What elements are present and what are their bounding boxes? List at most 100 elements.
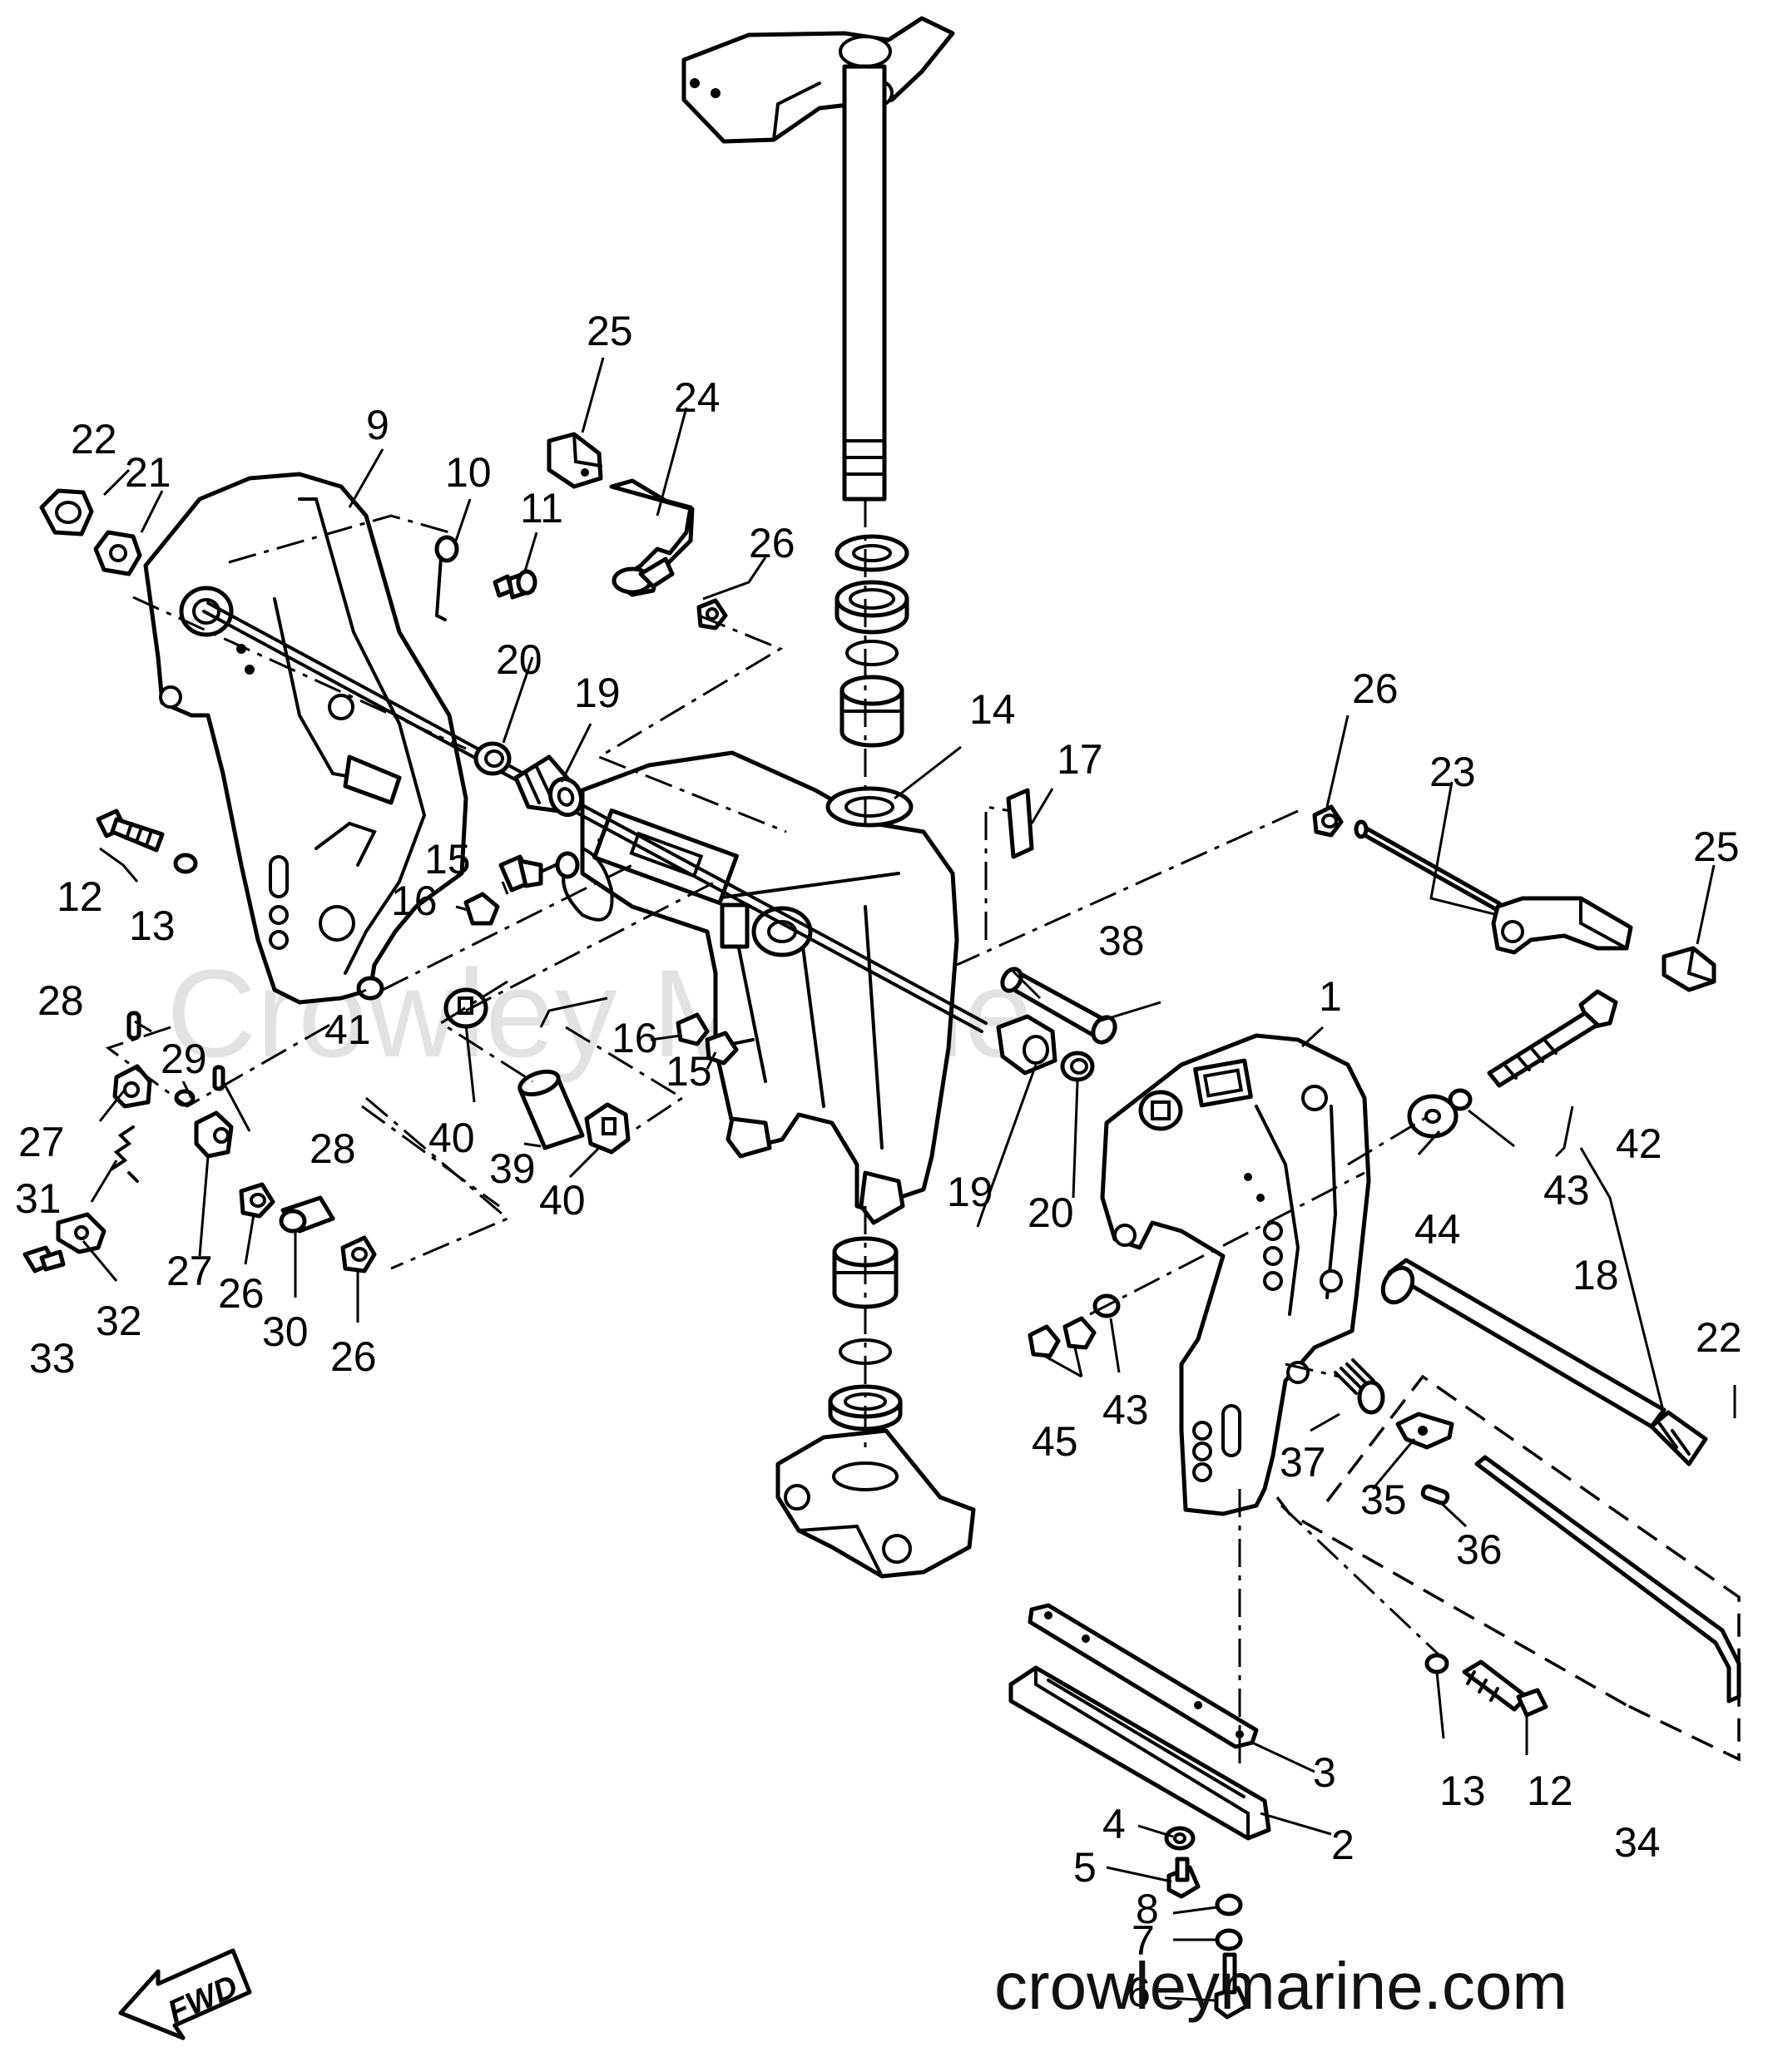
nut-22-left (39, 488, 94, 537)
washer-43-upper (1448, 1088, 1473, 1111)
callout-39: 39 (489, 1145, 536, 1192)
callout-35: 35 (1360, 1476, 1407, 1523)
sleeve-39 (518, 1069, 585, 1150)
callout-18: 18 (1572, 1252, 1619, 1298)
washer-20-upper (473, 741, 512, 776)
callout-14: 14 (969, 686, 1016, 733)
washer-44 (1407, 1094, 1459, 1139)
callout-41: 41 (324, 1006, 371, 1053)
callout-37: 37 (1280, 1439, 1326, 1486)
bushing-19-upper (513, 754, 584, 818)
trim-tab-2 (1008, 1665, 1271, 1841)
callout-leaders (82, 357, 1736, 2002)
callout-24: 24 (674, 374, 721, 421)
callout-20-lower: 20 (1028, 1189, 1074, 1236)
cam-27-upper (112, 1064, 152, 1109)
cable-loop (555, 847, 614, 922)
upper-bushings (834, 534, 909, 748)
callout-1: 1 (1319, 973, 1342, 1020)
cap-25-upper (547, 432, 603, 489)
cam-27-lower (194, 1110, 234, 1159)
callout-40-left: 40 (428, 1115, 475, 1161)
callout-26-upper: 26 (749, 520, 795, 566)
callout-16-lower: 16 (612, 1015, 658, 1061)
assembly-guide-lines (105, 499, 1441, 1763)
callout-40-right: 40 (539, 1177, 586, 1224)
callout-45: 45 (1032, 1418, 1078, 1465)
plate-32 (56, 1212, 106, 1254)
clip-41 (356, 976, 384, 1001)
website-watermark: crowleymarine.com (994, 1949, 1567, 2023)
bolt-12-right (1462, 1659, 1548, 1718)
spring-37 (1334, 1358, 1385, 1415)
fwd-arrow: FWD (118, 1948, 252, 2040)
nut-26-right (1312, 804, 1344, 838)
callout-3: 3 (1313, 1749, 1336, 1796)
callout-31: 31 (15, 1175, 62, 1222)
callout-28-left: 28 (37, 977, 84, 1024)
pin-28-left (126, 1011, 141, 1041)
callout-38: 38 (1098, 917, 1145, 964)
tilt-pivot-rod (202, 601, 988, 1033)
callout-6: 6 (1127, 1969, 1151, 2015)
callout-13-right: 13 (1439, 1768, 1486, 1814)
callout-13-left: 13 (129, 902, 176, 949)
washer-13-right (1424, 1653, 1449, 1674)
label-17 (1006, 788, 1034, 859)
callout-23: 23 (1429, 749, 1476, 795)
washer-13-left (173, 853, 198, 874)
lever-30 (279, 1195, 335, 1234)
callout-43-upper: 43 (1543, 1167, 1590, 1214)
callout-12-left: 12 (57, 873, 103, 920)
washer-20-lower (1060, 1051, 1095, 1082)
callout-22-right: 22 (1696, 1314, 1742, 1361)
washer-7 (1215, 1928, 1243, 1951)
callout-2: 2 (1331, 1822, 1355, 1868)
collar-40-left (443, 987, 488, 1029)
grease-fitting-16-upper (463, 892, 500, 926)
callout-22-left: 22 (71, 416, 117, 462)
bolt-42 (1487, 989, 1618, 1088)
callout-16-upper: 16 (391, 878, 438, 924)
callout-7: 7 (1132, 1917, 1155, 1964)
assembly-34-box (1325, 1374, 1741, 1762)
callout-44: 44 (1414, 1206, 1461, 1253)
nut-26-lower-right (340, 1235, 377, 1273)
callout-28-right: 28 (310, 1125, 356, 1172)
callout-19-upper: 19 (574, 670, 621, 716)
callout-12-right: 12 (1527, 1768, 1573, 1814)
callout-15-upper: 15 (424, 836, 471, 883)
callout-17: 17 (1057, 736, 1103, 783)
callout-21: 21 (125, 449, 171, 496)
pin-36 (1420, 1484, 1450, 1506)
bolt-5 (1166, 1857, 1201, 1899)
clamp-bracket-right (1100, 1033, 1371, 1516)
callout-27-upper: 27 (18, 1119, 65, 1165)
washer-4 (1164, 1826, 1196, 1851)
callout-25-right: 25 (1693, 823, 1740, 870)
callout-42: 42 (1616, 1120, 1662, 1167)
callout-32: 32 (96, 1298, 142, 1344)
lever-rod-23 (1354, 819, 1633, 955)
callout-4: 4 (1102, 1801, 1126, 1847)
callout-5: 5 (1073, 1844, 1097, 1891)
bolt-11 (493, 569, 537, 600)
callout-43-lower: 43 (1102, 1387, 1149, 1433)
callout-27-lower: 27 (166, 1248, 213, 1294)
bushing-19-lower (996, 1014, 1057, 1076)
callout-25-upper: 25 (587, 308, 633, 354)
callout-26-right: 26 (1352, 665, 1399, 712)
bolt-12-left (96, 809, 165, 853)
clip-10 (434, 535, 459, 621)
bolt-6 (1214, 1952, 1249, 2020)
steering-arm-and-shaft (681, 16, 955, 502)
assembly-34-box-lower (1275, 1496, 1627, 1707)
collar-40-right (584, 1102, 631, 1155)
lower-mount-bracket (775, 1428, 976, 1579)
nut-26-upper (696, 598, 728, 631)
callout-15-lower: 15 (666, 1048, 712, 1095)
callout-8: 8 (1136, 1886, 1159, 1932)
callout-10: 10 (445, 449, 492, 496)
callout-33: 33 (29, 1335, 76, 1382)
